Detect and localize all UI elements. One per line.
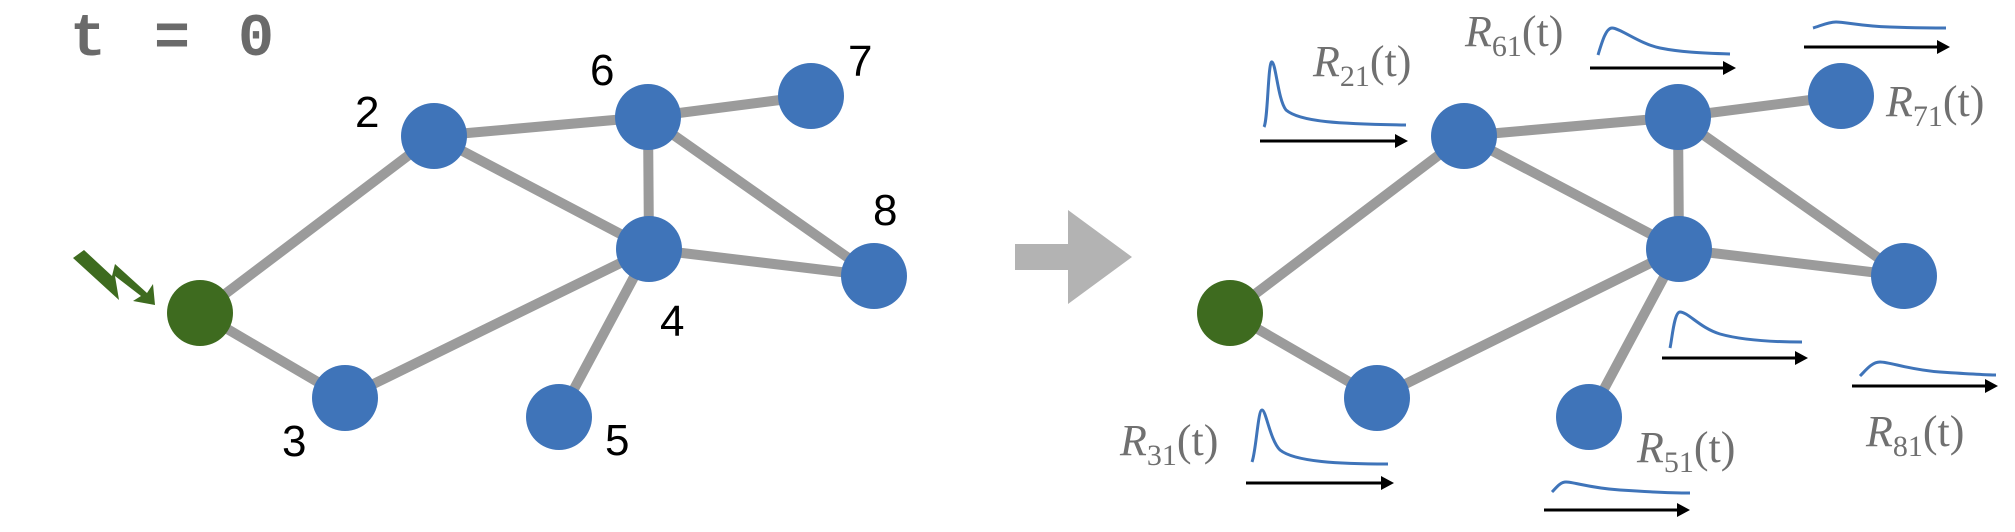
response-plot-21 [1260,60,1408,148]
edge-r-4-3 [1372,244,1684,403]
edge-r-2-4 [1459,131,1684,254]
node-6-right [1645,84,1711,150]
node-4-right [1646,216,1712,282]
response-plot-81 [1852,360,1998,393]
right-network [1197,63,1937,450]
edge-r-1-2 [1225,131,1469,318]
response-plot-bottom [1544,480,1691,517]
edge-2-6 [429,112,653,141]
node-label-3: 3 [282,417,306,466]
response-plot-71 [1804,20,1950,54]
response-label-31: R31(t) [1119,416,1218,472]
left-edges [195,91,879,422]
source-node-right [1197,280,1263,346]
node-label-5: 5 [605,416,629,465]
time-axis-arrowhead [1937,40,1950,54]
response-curve-bottom [1550,480,1691,495]
node-3 [312,365,378,431]
response-plot-51 [1662,310,1808,365]
response-label-21: R21(t) [1312,37,1411,93]
lightning-bolt-icon [73,250,155,305]
response-curve-71 [1812,20,1947,30]
time-axis-arrowhead [1395,134,1408,148]
node-label-4: 4 [660,297,684,346]
node-3-right [1344,365,1410,431]
response-curve-31 [1250,408,1389,466]
response-plot-61 [1590,26,1736,75]
response-curve-21 [1262,60,1407,128]
response-label-61: R61(t) [1464,7,1563,63]
time-axis-arrowhead [1677,503,1690,517]
time-axis-arrowhead [1795,351,1808,365]
node-7 [778,63,844,129]
edge-4-8 [644,244,879,281]
node-label-2: 2 [355,88,379,137]
node-8-right [1871,243,1937,309]
left-network: t = 0 2 3 4 5 6 7 8 [70,6,907,466]
time-axis-arrowhead [1723,61,1736,75]
node-8 [841,243,907,309]
edge-6-8 [643,112,879,281]
node-6 [615,84,681,150]
response-curve-51 [1668,310,1803,349]
response-label-51: R51(t) [1636,423,1735,479]
node-2 [401,103,467,169]
source-node [167,280,233,346]
edge-r-2-6 [1459,112,1683,141]
node-label-8: 8 [873,186,897,235]
right-edges [1225,91,1909,422]
node-2-right [1431,103,1497,169]
edge-1-2 [195,131,439,318]
node-label-6: 6 [590,46,614,95]
time-axis-arrowhead [1381,476,1394,490]
edge-r-4-8 [1674,244,1909,281]
node-label-7: 7 [848,37,872,86]
node-4 [616,216,682,282]
edge-r-6-8 [1673,112,1909,281]
time-axis-arrowhead [1985,379,1998,393]
response-plot-31 [1246,408,1394,490]
edge-4-3 [340,244,654,403]
node-7-right [1808,63,1874,129]
response-curve-81 [1858,360,1997,378]
time-label: t = 0 [70,6,280,74]
node-5-right [1556,384,1622,450]
response-curve-61 [1596,26,1731,56]
transition-arrow-icon [1015,210,1132,304]
edge-2-4 [429,131,654,254]
response-label-81: R81(t) [1865,407,1964,463]
response-label-71: R71(t) [1885,77,1984,133]
node-5 [526,384,592,450]
